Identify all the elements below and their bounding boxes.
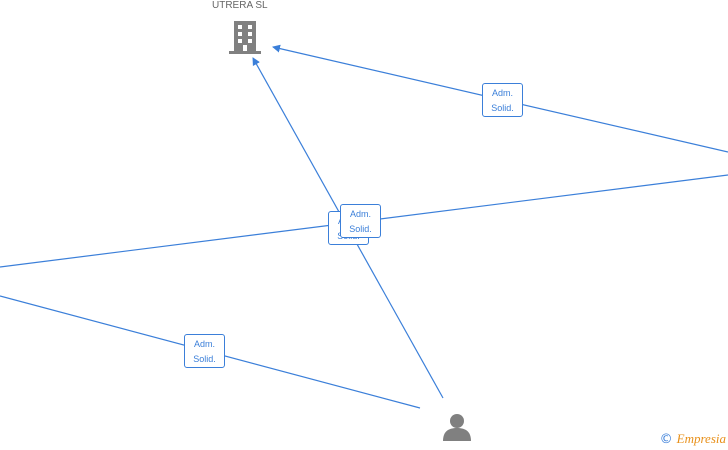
edge-label-line1: Adm. bbox=[349, 209, 371, 219]
edge-label-line1: Adm. bbox=[193, 339, 215, 349]
edge-label-line2: Solid. bbox=[349, 224, 372, 234]
edge-label-line2: Solid. bbox=[193, 354, 216, 364]
edge-label-line1: Adm. bbox=[491, 88, 513, 98]
edge-label-line2: Solid. bbox=[491, 103, 514, 113]
edge-label-adm-solid[interactable]: Adm. Solid. bbox=[184, 334, 225, 368]
person-icon[interactable] bbox=[442, 412, 472, 447]
edge-label-adm-solid[interactable]: Adm. Solid. bbox=[340, 204, 381, 238]
edge-label-adm-solid[interactable]: Adm. Solid. bbox=[482, 83, 523, 117]
company-node-label[interactable]: UTRERA SL bbox=[212, 0, 268, 11]
building-icon[interactable] bbox=[229, 19, 261, 60]
brand-name: Empresia bbox=[676, 431, 726, 446]
copyright-symbol: © bbox=[659, 432, 673, 447]
empresia-watermark: ©Empresia bbox=[660, 431, 726, 447]
